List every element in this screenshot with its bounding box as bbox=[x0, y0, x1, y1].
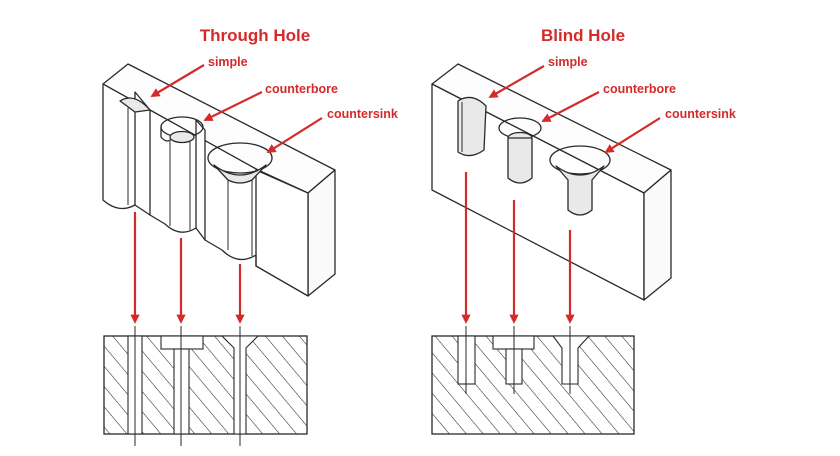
through-hole-title: Through Hole bbox=[200, 26, 310, 45]
countersink-label: countersink bbox=[327, 107, 398, 121]
simple-arrow bbox=[488, 65, 545, 98]
through-hole-section: Through Hole bbox=[102, 26, 398, 446]
countersink-opening bbox=[549, 145, 611, 175]
countersink-opening bbox=[207, 142, 273, 174]
simple-hole-opening bbox=[119, 97, 151, 113]
block-right-face bbox=[307, 169, 336, 297]
counterbore-arrow bbox=[203, 91, 263, 121]
simple-arrow bbox=[150, 64, 205, 97]
simple-label: simple bbox=[548, 55, 588, 69]
counterbore-arrow bbox=[541, 91, 600, 122]
countersink-arrow bbox=[604, 117, 661, 153]
countersink-arrow bbox=[266, 117, 323, 153]
simple-label: simple bbox=[208, 55, 248, 69]
blind-hole-section: Blind Hole simple counterbore countersin… bbox=[431, 26, 736, 435]
blind-hole-title: Blind Hole bbox=[541, 26, 625, 45]
blind-hole-section-view bbox=[431, 326, 635, 435]
counterbore-label: counterbore bbox=[603, 82, 676, 96]
block-right-face bbox=[643, 169, 672, 301]
simple-hole-opening bbox=[457, 96, 487, 157]
counterbore-label: counterbore bbox=[265, 82, 338, 96]
block-front-face bbox=[102, 83, 309, 297]
through-hole-block bbox=[102, 63, 336, 297]
through-hole-section-view bbox=[103, 326, 308, 446]
blind-hole-block bbox=[431, 63, 672, 301]
countersink-label: countersink bbox=[665, 107, 736, 121]
